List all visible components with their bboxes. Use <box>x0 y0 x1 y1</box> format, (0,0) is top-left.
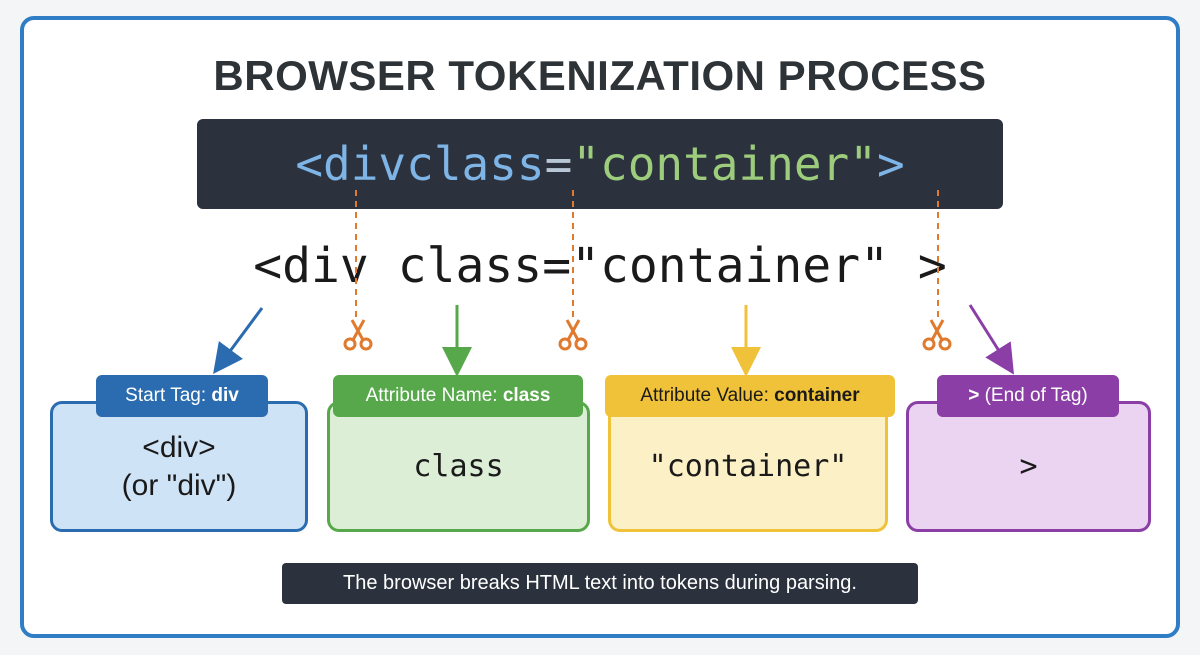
diagram-title: BROWSER TOKENIZATION PROCESS <box>213 52 987 99</box>
token-box-end-tag: > <box>906 401 1151 532</box>
code-tag-close: > <box>876 137 905 191</box>
code-attr-value: "container" <box>572 137 877 191</box>
split-code-line: <div class="container" > <box>253 238 947 294</box>
source-code-bar: <div class="container"> <box>197 119 1003 209</box>
scissors-icon <box>922 319 952 351</box>
token-label-start-tag: Start Tag: div <box>96 375 268 417</box>
token-box-start-tag: <div> (or "div") <box>50 401 308 532</box>
token-label-attr-value: Attribute Value: container <box>605 375 895 417</box>
code-equals: = <box>544 137 573 191</box>
token-label-end-tag: > (End of Tag) <box>937 375 1119 417</box>
token-content-attr-value: "container" <box>648 449 848 484</box>
token-box-attr-value: "container" <box>608 401 888 532</box>
token-label-attr-name: Attribute Name: class <box>333 375 583 417</box>
arrow-start-tag <box>213 307 264 375</box>
caption: The browser breaks HTML text into tokens… <box>282 563 918 604</box>
scissors-icon <box>343 319 373 351</box>
token-box-attr-name: class <box>327 401 590 532</box>
scissors-icon <box>558 319 588 351</box>
token-content-end-tag: > <box>1019 449 1038 484</box>
code-tag-open: <div <box>295 137 407 191</box>
token-content-attr-name: class <box>413 449 504 484</box>
token-content-start-tag: <div> (or "div") <box>121 430 237 502</box>
arrow-end-tag <box>968 304 1015 375</box>
code-attr-name: class <box>406 137 545 191</box>
